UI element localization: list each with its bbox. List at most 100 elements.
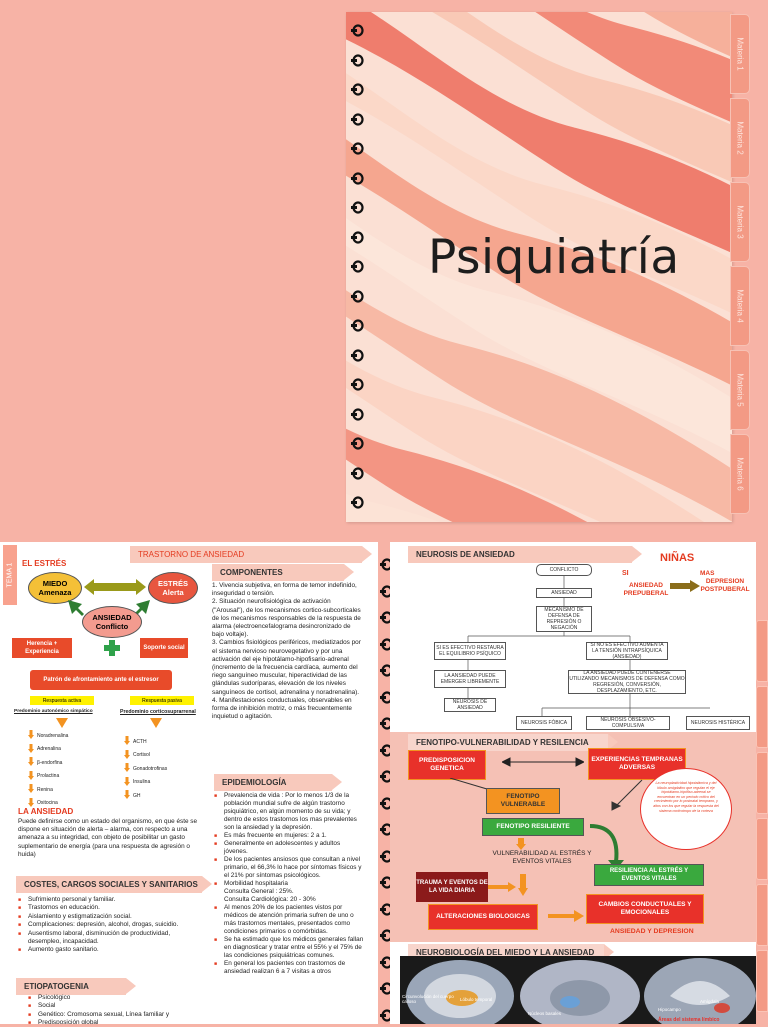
brain-label-5: Amígdala	[700, 999, 720, 1004]
right-tab-5[interactable]	[756, 884, 768, 946]
binding-ring-icon	[351, 53, 364, 67]
soporte-box: Soporte social	[140, 638, 188, 658]
list-item: Trastornos en educación.	[18, 904, 202, 913]
epidemiologia-list: Prevalencia de vida : Por lo menos 1/3 d…	[214, 792, 364, 976]
binding-ring-icon	[351, 289, 364, 303]
right-tab-2[interactable]	[756, 686, 768, 748]
binding-ring-icon	[351, 407, 364, 421]
list-item: Psicológico	[28, 994, 204, 1003]
tab-materia-2[interactable]: Materia 2	[730, 98, 750, 178]
hormone-item: Oxitocina	[28, 797, 58, 809]
predominio-cortico: Predominio corticosuprarrenal	[120, 709, 196, 715]
flow-neurosis-ansiedad: NEUROSIS DE ANSIEDAD	[444, 698, 496, 712]
flow-emerger: LA ANSIEDAD PUEDE EMERGER LIBREMENTE	[434, 670, 506, 688]
list-item: Al menos 20% de los pacientes vistos por…	[214, 904, 364, 936]
note-text: La neuroplasticidad hipotalámica y del l…	[653, 781, 719, 813]
list-item: Complicaciones: depresión, alcohol, drog…	[18, 921, 202, 930]
tab-materia-1[interactable]: Materia 1	[730, 14, 750, 94]
flow-histerica: NEUROSIS HISTÉRICA	[686, 716, 750, 730]
list-item: Aislamiento y estigmatización social.	[18, 913, 202, 922]
respuesta-activa: Respuesta activa	[30, 696, 94, 705]
miedo-ellipse: MIEDO Amenaza	[28, 572, 82, 604]
hormone-item: GH	[124, 790, 141, 801]
arrow-right-icon	[488, 882, 516, 892]
arrow-down-icon	[56, 718, 68, 728]
ninas-depresion: DEPRESION POSTPUBERAL	[700, 578, 750, 593]
ansiedad-ellipse: ANSIEDAD Conflicto	[82, 606, 142, 638]
arrow-right-icon	[670, 580, 700, 592]
list-item: Predisposición global	[28, 1019, 204, 1024]
patron-box: Patrón de afrontamiento ante el estresor	[30, 670, 172, 690]
tab-materia-5[interactable]: Materia 5	[730, 350, 750, 430]
right-tab-4[interactable]	[756, 818, 768, 880]
flow-conflicto: CONFLICTO	[536, 564, 592, 576]
box-resiliencia: RESILIENCIA AL ESTRÉS Y EVENTOS VITALES	[594, 864, 704, 886]
arrow-down-icon	[516, 838, 526, 850]
binding-ring-icon	[351, 112, 364, 126]
binding-ring-icon	[351, 24, 364, 37]
binding-ring-icon	[351, 319, 364, 332]
tab-materia-3[interactable]: Materia 3	[730, 182, 750, 262]
cover-title: Psiquiatría	[428, 230, 680, 285]
flow-mecanismo: MECANISMO DE DEFENSA DE REPRESIÓN O NEGA…	[536, 606, 592, 632]
list-item: En general los pacientes con trastornos …	[214, 960, 364, 976]
tab-materia-6[interactable]: Materia 6	[730, 434, 750, 514]
list-item: Prevalencia de vida : Por lo menos 1/3 d…	[214, 792, 364, 832]
binding-ring-icon	[351, 201, 364, 214]
arrow-down-icon	[124, 763, 130, 774]
binding-ring-icon	[351, 142, 364, 155]
arrow-right-icon	[548, 910, 584, 922]
binding-ring-icon	[351, 171, 364, 185]
ninas-ansiedad: ANSIEDAD PREPUBERAL	[623, 582, 669, 597]
costes-list: Sufrimiento personal y familiar.Trastorn…	[18, 896, 202, 955]
hormone-item: Prolactina	[28, 770, 59, 782]
right-tab-1[interactable]	[756, 620, 768, 682]
herencia-box: Herencia + Experiencia	[12, 638, 72, 658]
note-circle: La neuroplasticidad hipotalámica y del l…	[640, 768, 732, 850]
brain-label-3: Núcleos basales	[528, 1011, 562, 1016]
etiopatogenia-header: ETIOPATOGENIA	[16, 978, 136, 995]
componentes-header: COMPONENTES	[212, 564, 354, 581]
tab-materia-4[interactable]: Materia 4	[730, 266, 750, 346]
materia-tabs: Materia 1 Materia 2 Materia 3 Materia 4 …	[730, 14, 750, 520]
list-item: Se ha estimado que los médicos generales…	[214, 936, 364, 960]
hormone-item: Noradrenalina	[28, 730, 68, 741]
arrow-down-icon	[124, 749, 130, 761]
right-tab-6[interactable]	[756, 950, 768, 1012]
list-item: De los pacientes ansiosos que consultan …	[214, 856, 364, 880]
componentes-text: 1. Vivencia subjetiva, en forma de temor…	[212, 582, 361, 721]
arrow-down-icon	[28, 797, 34, 809]
binding-ring-icon	[351, 437, 364, 450]
right-page: NEUROSIS DE ANSIEDAD CONFLICTO ANSIEDAD …	[390, 542, 756, 1024]
la-ansiedad-text: Puede definirse como un estado del organ…	[18, 818, 198, 858]
flow-efectivo: SI ES EFECTIVO RESTAURA EL EQUILIBRIO PS…	[434, 642, 506, 660]
right-tab-3[interactable]	[756, 752, 768, 814]
list-item: Morbilidad hospitalaria Consulta General…	[214, 880, 364, 904]
double-arrow-icon	[84, 579, 146, 595]
arrow-down-right-icon	[134, 600, 150, 616]
cover-binding-rings	[347, 18, 367, 518]
arrow-down-icon	[124, 776, 130, 788]
arrow-down-icon	[28, 743, 34, 755]
curve-arrow-icon	[590, 824, 624, 870]
binding-ring-icon	[351, 230, 364, 244]
binding-ring-icon	[351, 466, 364, 480]
list-item: Es más frecuente en mujeres: 2 a 1.	[214, 832, 364, 840]
binding-ring-icon	[351, 83, 364, 96]
arrow-down-icon	[28, 730, 34, 741]
box-alteraciones: ALTERACIONES BIOLOGICAS	[428, 904, 538, 930]
right-page-tabs	[756, 620, 768, 1020]
predominio-simpatico: Predominio autonómico simpático	[14, 709, 93, 714]
side-tab-tema[interactable]: TEMA 1	[3, 545, 17, 605]
notebook-cover: Psiquiatría	[346, 12, 732, 522]
list-item: Sufrimiento personal y familiar.	[18, 896, 202, 905]
flow-contenerse: LA ANSIEDAD PUEDE CONTENERSE UTILIZANDO …	[568, 670, 686, 694]
list-item: Generalmente en adolescentes y adultos j…	[214, 840, 364, 856]
binding-ring-icon	[351, 496, 364, 509]
arrow-down-icon	[28, 757, 34, 768]
wave-pattern	[346, 12, 732, 522]
list-item: Aumento gasto sanitario.	[18, 946, 202, 955]
page-header: TRASTORNO DE ANSIEDAD	[130, 546, 372, 563]
box-predisposicion: PREDISPOSICION GENETICA	[408, 750, 486, 780]
flow-obsesivo: NEUROSIS OBSESIVO-COMPULSIVA	[586, 716, 670, 730]
